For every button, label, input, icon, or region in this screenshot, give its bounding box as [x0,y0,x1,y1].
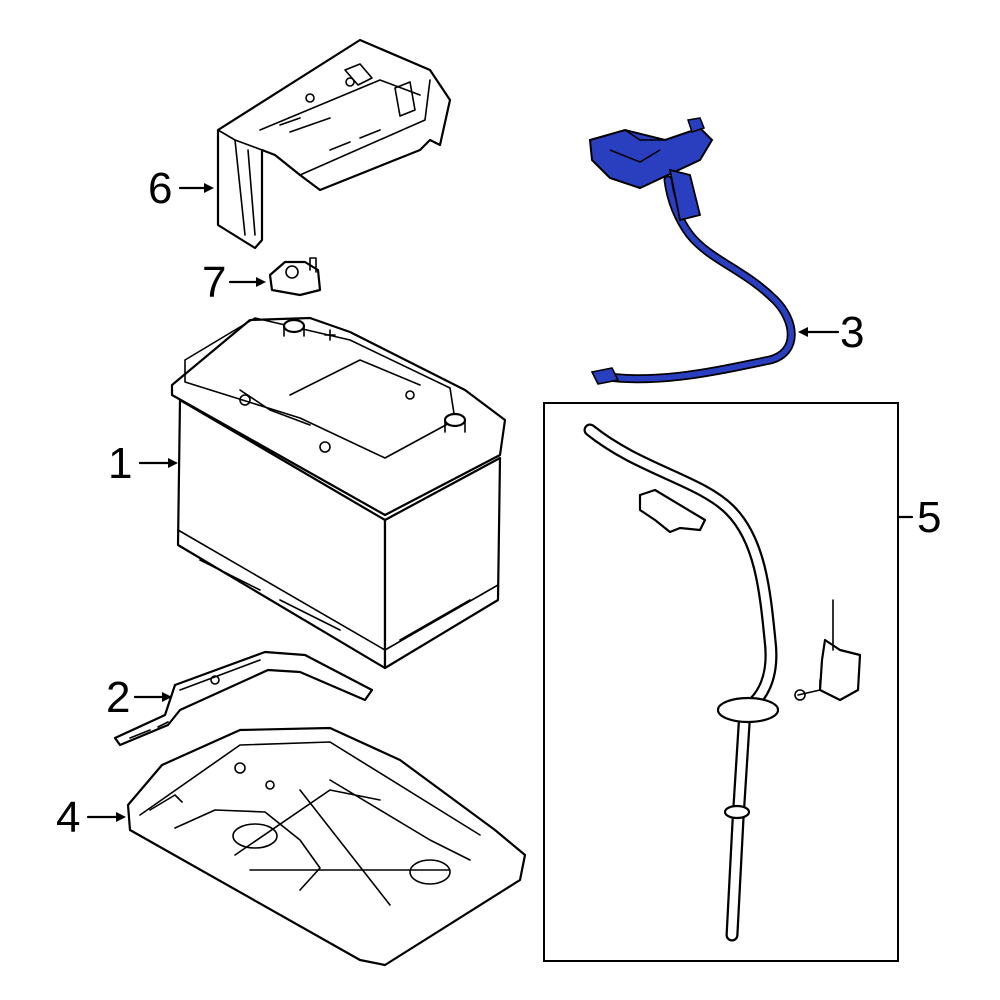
part-7-terminal-clamp[interactable] [268,257,322,297]
callout-7: 7 [202,258,226,307]
callout-5: 5 [917,493,941,542]
callout-2: 2 [106,673,130,722]
part-2-mounting-bracket[interactable] [113,650,374,747]
part-5-box [543,402,899,962]
callout-4: 4 [56,793,80,842]
part-6-hold-down-bracket[interactable] [216,38,452,250]
callout-3: 3 [840,308,864,357]
callout-1: 1 [108,439,132,488]
part-4-battery-tray[interactable] [126,726,527,967]
part-3-battery-sensor-cable[interactable] [588,117,796,385]
leader-lines [86,183,914,822]
callout-6: 6 [148,164,172,213]
part-5-vent-tube-assembly[interactable] [543,402,899,962]
part-1-battery[interactable] [170,316,507,670]
